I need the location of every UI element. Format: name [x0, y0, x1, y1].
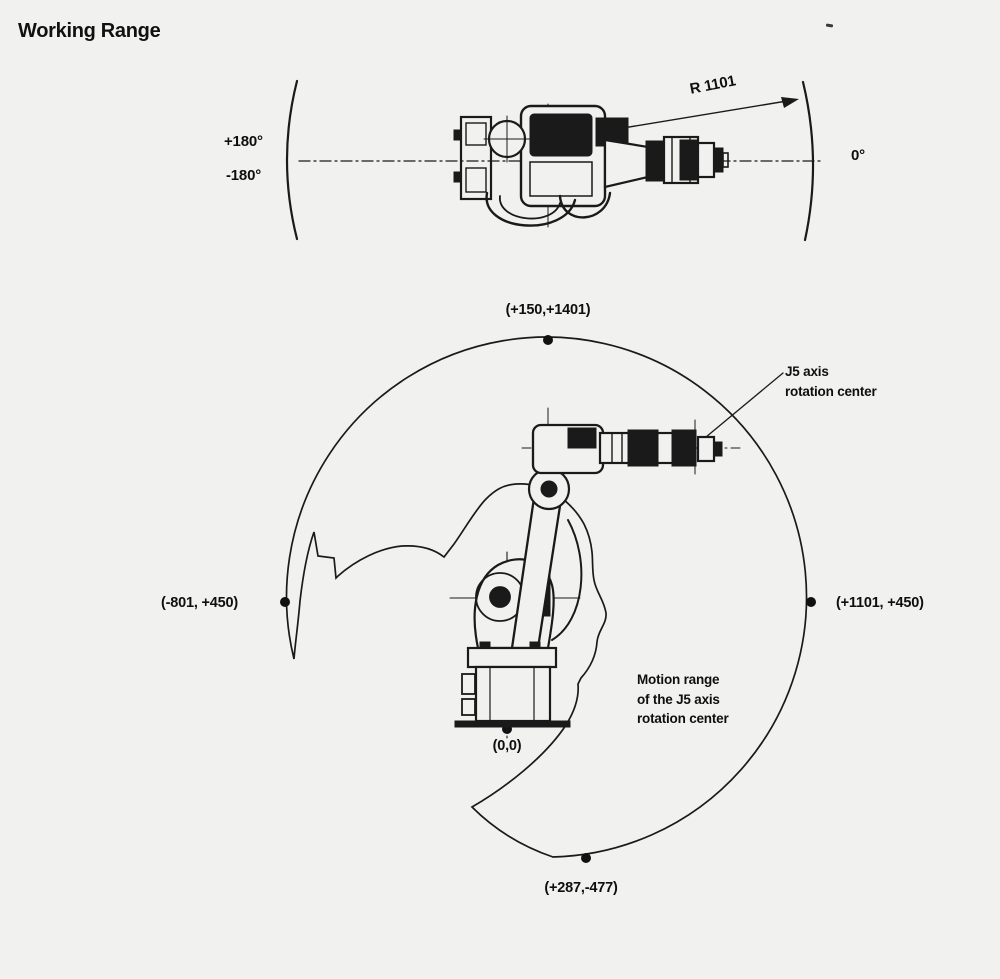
motion-range-boundary [285, 336, 808, 858]
label-zero-deg: 0° [851, 147, 865, 164]
label-coord-left: (-801, +450) [161, 595, 238, 611]
label-coord-origin: (0,0) [492, 738, 522, 754]
robot-side-view-drawing [454, 423, 723, 728]
dot-bottom [581, 853, 591, 863]
label-motion-range: Motion range of the J5 axis rotation cen… [637, 670, 729, 729]
label-j5-axis-line1: J5 axis [785, 364, 829, 379]
label-motion-range-line3: rotation center [637, 711, 729, 726]
label-plus-180: +180° [224, 133, 263, 150]
robot-top-view-drawing [453, 103, 729, 228]
label-motion-range-line2: of the J5 axis [637, 691, 720, 707]
dot-left [280, 597, 290, 607]
dot-right [806, 597, 816, 607]
j5-leader-line [699, 372, 784, 443]
dot-top [543, 335, 553, 345]
label-j5-axis: J5 axis rotation center [785, 362, 877, 401]
label-motion-range-line1: Motion range [637, 672, 720, 687]
rotation-arc-left [285, 79, 299, 241]
label-minus-180: -180° [226, 167, 262, 184]
label-coord-right: (+1101, +450) [836, 595, 924, 611]
label-coord-bottom: (+287,-477) [544, 880, 618, 896]
page-title: Working Range [18, 20, 161, 42]
top-view-diagram [285, 79, 825, 242]
side-view-diagram [280, 335, 816, 863]
label-coord-top: (+150,+1401) [505, 302, 591, 318]
label-j5-axis-line2: rotation center [785, 383, 877, 399]
